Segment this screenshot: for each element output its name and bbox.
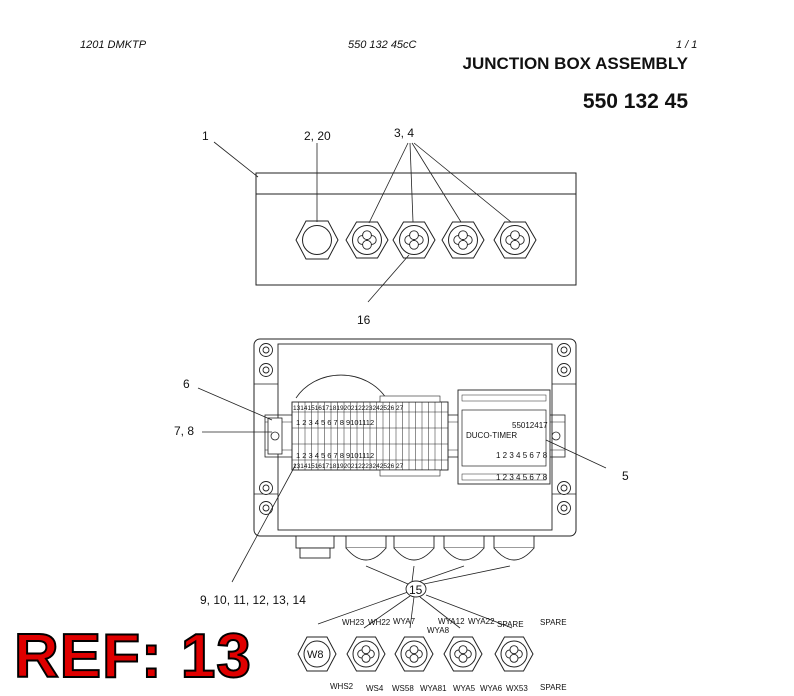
gland-label: WYA7 bbox=[393, 617, 416, 626]
gland-label: WX53 bbox=[506, 684, 528, 693]
bottom-glands-side bbox=[295, 535, 535, 561]
callout-9-14: 9, 10, 11, 12, 13, 14 bbox=[200, 593, 306, 607]
timer-code: 55012417 bbox=[512, 421, 548, 430]
callout-1: 1 bbox=[202, 129, 209, 143]
gland-label: SPARE bbox=[540, 683, 567, 692]
gland-label: WH22 bbox=[368, 618, 391, 627]
callout-3-4: 3, 4 bbox=[394, 126, 414, 140]
plug-gland bbox=[295, 220, 339, 260]
gland-label: WHS2 bbox=[330, 682, 354, 691]
gland-label: SPARE bbox=[497, 620, 524, 629]
box-front-view bbox=[255, 172, 577, 286]
end-clamp bbox=[267, 417, 283, 455]
timer-name: DUCO-TIMER bbox=[466, 431, 517, 440]
callout-6: 6 bbox=[183, 377, 190, 391]
gland-label: WYA8 bbox=[427, 626, 450, 635]
cable-gland bbox=[494, 636, 534, 672]
terminal-numbers-row2: 1 2 3 4 5 6 7 8 9101112 bbox=[296, 418, 374, 427]
gland-label: WH23 bbox=[342, 618, 365, 627]
gland-w8-label: W8 bbox=[307, 649, 324, 661]
terminal-block: 1314151617181920212223242526 27 1 2 3 4 … bbox=[291, 395, 449, 477]
gland-labels-bottom: WHS2 WS4 WS58 WYA81 WYA5 WYA6 WX53 SPARE bbox=[330, 682, 567, 693]
terminal-numbers-top: 1314151617181920212223242526 27 bbox=[293, 405, 404, 412]
timer-pins-lower: 1 2 3 4 5 6 7 8 bbox=[496, 473, 548, 482]
duco-timer: 55012417 DUCO-TIMER 1 2 3 4 5 6 7 8 1 2 … bbox=[457, 389, 561, 485]
callout-15-bubble: 15 bbox=[405, 580, 427, 598]
page-count: 1 / 1 bbox=[676, 39, 698, 51]
gland-label: WYA5 bbox=[453, 684, 476, 693]
gland-label: WS58 bbox=[392, 684, 414, 693]
doc-code: 1201 DMKTP bbox=[80, 39, 147, 51]
callout-16: 16 bbox=[357, 313, 371, 327]
callout-7-8: 7, 8 bbox=[174, 424, 194, 438]
gland-w8: W8 bbox=[297, 636, 337, 672]
gland-label: WYA6 bbox=[480, 684, 503, 693]
callout-5: 5 bbox=[622, 469, 629, 483]
leader-lines-top bbox=[197, 387, 607, 629]
terminal-numbers-bottom: 1314151617181920212223242526 27 bbox=[293, 463, 404, 470]
drawing-code: 550 132 45cC bbox=[348, 39, 417, 51]
callout-15: 15 bbox=[409, 583, 423, 597]
gland-label: SPARE bbox=[540, 618, 567, 627]
reference-label: REF: 13 bbox=[13, 622, 252, 691]
gland-label: WYA22 bbox=[468, 617, 495, 626]
drawing-title: JUNCTION BOX ASSEMBLY bbox=[462, 54, 688, 73]
cable-gland bbox=[346, 636, 386, 672]
timer-pins-upper: 1 2 3 4 5 6 7 8 bbox=[496, 451, 548, 460]
cable-gland bbox=[443, 636, 483, 672]
terminal-numbers-row3: 1 2 3 4 5 6 7 8 9101112 bbox=[296, 451, 374, 460]
gland-labels-top: WH23 WH22 WYA7 WYA8 WYA12 WYA22 SPARE SP… bbox=[342, 617, 567, 635]
leader-lines-front bbox=[213, 141, 512, 303]
gland-label: WS4 bbox=[366, 684, 384, 693]
gland-label: WYA12 bbox=[438, 617, 465, 626]
part-number: 550 132 45 bbox=[582, 90, 688, 113]
cable-gland bbox=[394, 636, 434, 672]
gland-label: WYA81 bbox=[420, 684, 447, 693]
callout-2-20: 2, 20 bbox=[304, 129, 331, 143]
